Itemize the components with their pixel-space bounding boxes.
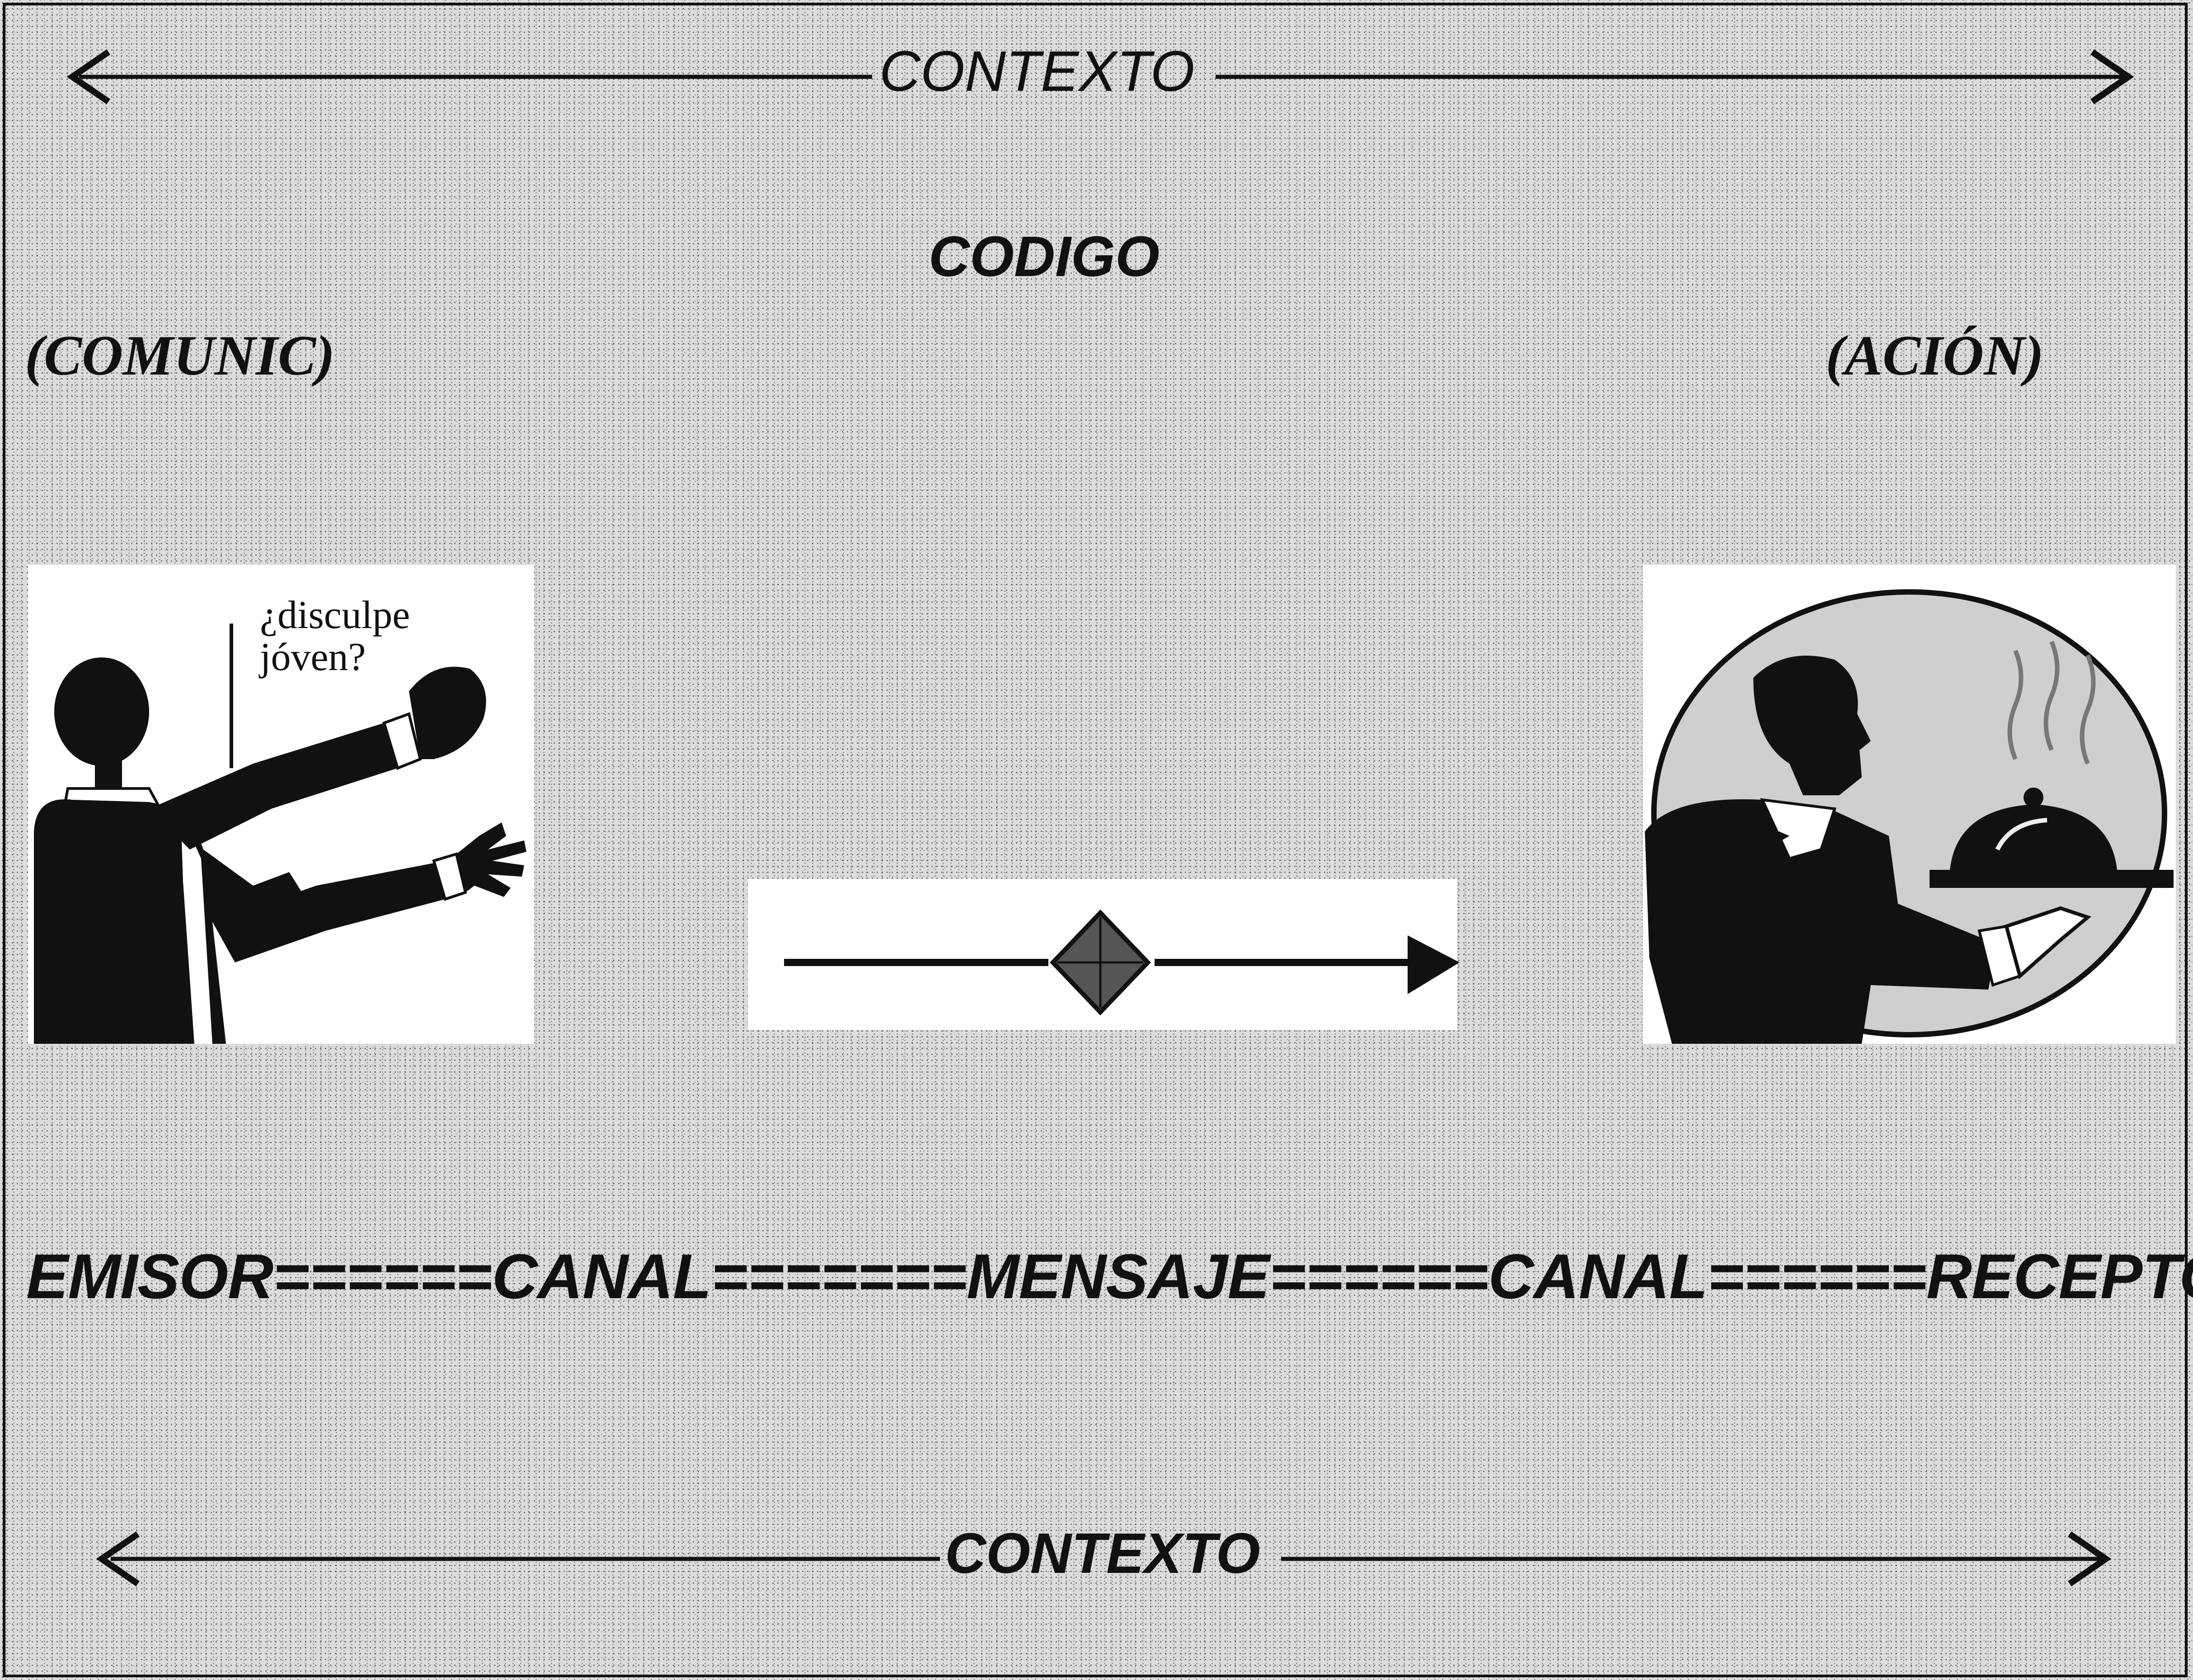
- code-label: CODIGO: [929, 225, 1160, 288]
- context-top-arrow: [66, 49, 2134, 104]
- receiver-role-label: (ACIÓN): [1826, 324, 2044, 387]
- context-bottom-arrow: [96, 1531, 2112, 1586]
- communication-chain: EMISOR======CANAL=======MENSAJE======CAN…: [26, 1241, 2193, 1312]
- speech-bubble-text: ¿disculpe jóven?: [260, 594, 410, 679]
- sender-role-label: (COMUNIC): [25, 324, 335, 387]
- context-top-label: CONTEXTO: [879, 39, 1195, 103]
- speech-line-2: jóven?: [260, 635, 366, 680]
- speech-line-1: ¿disculpe: [260, 593, 410, 637]
- context-bottom-label: CONTEXTO: [945, 1521, 1260, 1585]
